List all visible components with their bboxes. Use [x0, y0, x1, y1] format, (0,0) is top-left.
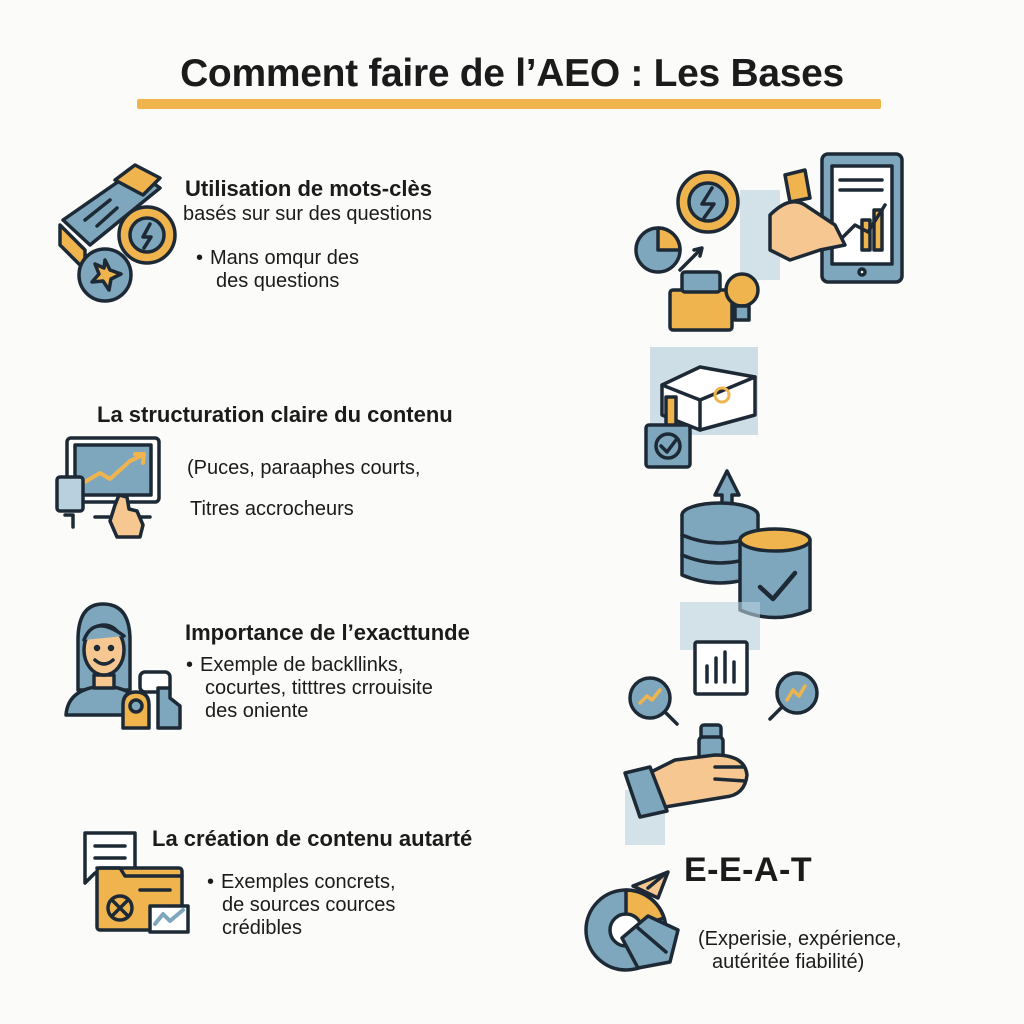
tablet-hand-icon — [634, 152, 904, 332]
section-2-line-2: Titres accrocheurs — [190, 498, 354, 520]
eeat-description-line-2: autéritée fiabilité) — [712, 951, 865, 973]
monitor-chart-icon — [55, 436, 161, 539]
section-1-heading: Utilisation de mots-clès — [185, 176, 432, 201]
section-2-line-1: (Puces, paraaphes courts, — [187, 457, 421, 479]
person-icon — [64, 602, 182, 730]
section-4-heading: La création de contenu autarté — [152, 826, 473, 851]
eeat-description-line-1: (Experisie, expérience, — [698, 928, 902, 950]
bullet-text: Exemple de backllinks, — [200, 654, 404, 676]
section-3-heading: Importance de l’exacttunde — [185, 620, 470, 645]
bullet-text-continued: de sources cources — [222, 894, 396, 916]
hand-holding-icon — [623, 723, 749, 845]
section-4-bullet: • Exemples concrets, de sources cources … — [207, 871, 396, 940]
bullet-text-continued: des oniente — [205, 700, 309, 722]
bullet-text: Mans omqur des — [210, 247, 359, 269]
bullet-dot: • — [207, 871, 215, 893]
keyword-tags-icon — [58, 163, 177, 303]
package-check-icon — [644, 347, 758, 469]
database-check-icon — [680, 469, 812, 620]
page-title: Comment faire de l’AEO : Les Bases — [180, 52, 844, 95]
section-3-bullet: • Exemple de backllinks, cocurtes, tittt… — [186, 654, 433, 723]
section-1-subheading: basés sur sur des questions — [183, 203, 433, 225]
bullet-dot: • — [186, 654, 194, 676]
bullet-text: Exemples concrets, — [221, 871, 396, 893]
title-underline — [137, 99, 881, 109]
eeat-label: E-E-A-T — [684, 851, 813, 889]
section-1-bullet: • Mans omqur des des questions — [196, 247, 359, 293]
bullet-text-continued: des questions — [216, 270, 340, 292]
bullet-text-continued: crédibles — [222, 917, 303, 939]
pie-chart-icon — [584, 870, 680, 972]
analytics-search-icon — [628, 602, 819, 726]
bullet-dot: • — [196, 247, 204, 269]
bullet-text-continued: cocurtes, titttres crrouisite — [205, 677, 433, 699]
section-2-heading: La structuration claire du contenu — [97, 402, 453, 427]
documents-icon — [83, 831, 190, 934]
